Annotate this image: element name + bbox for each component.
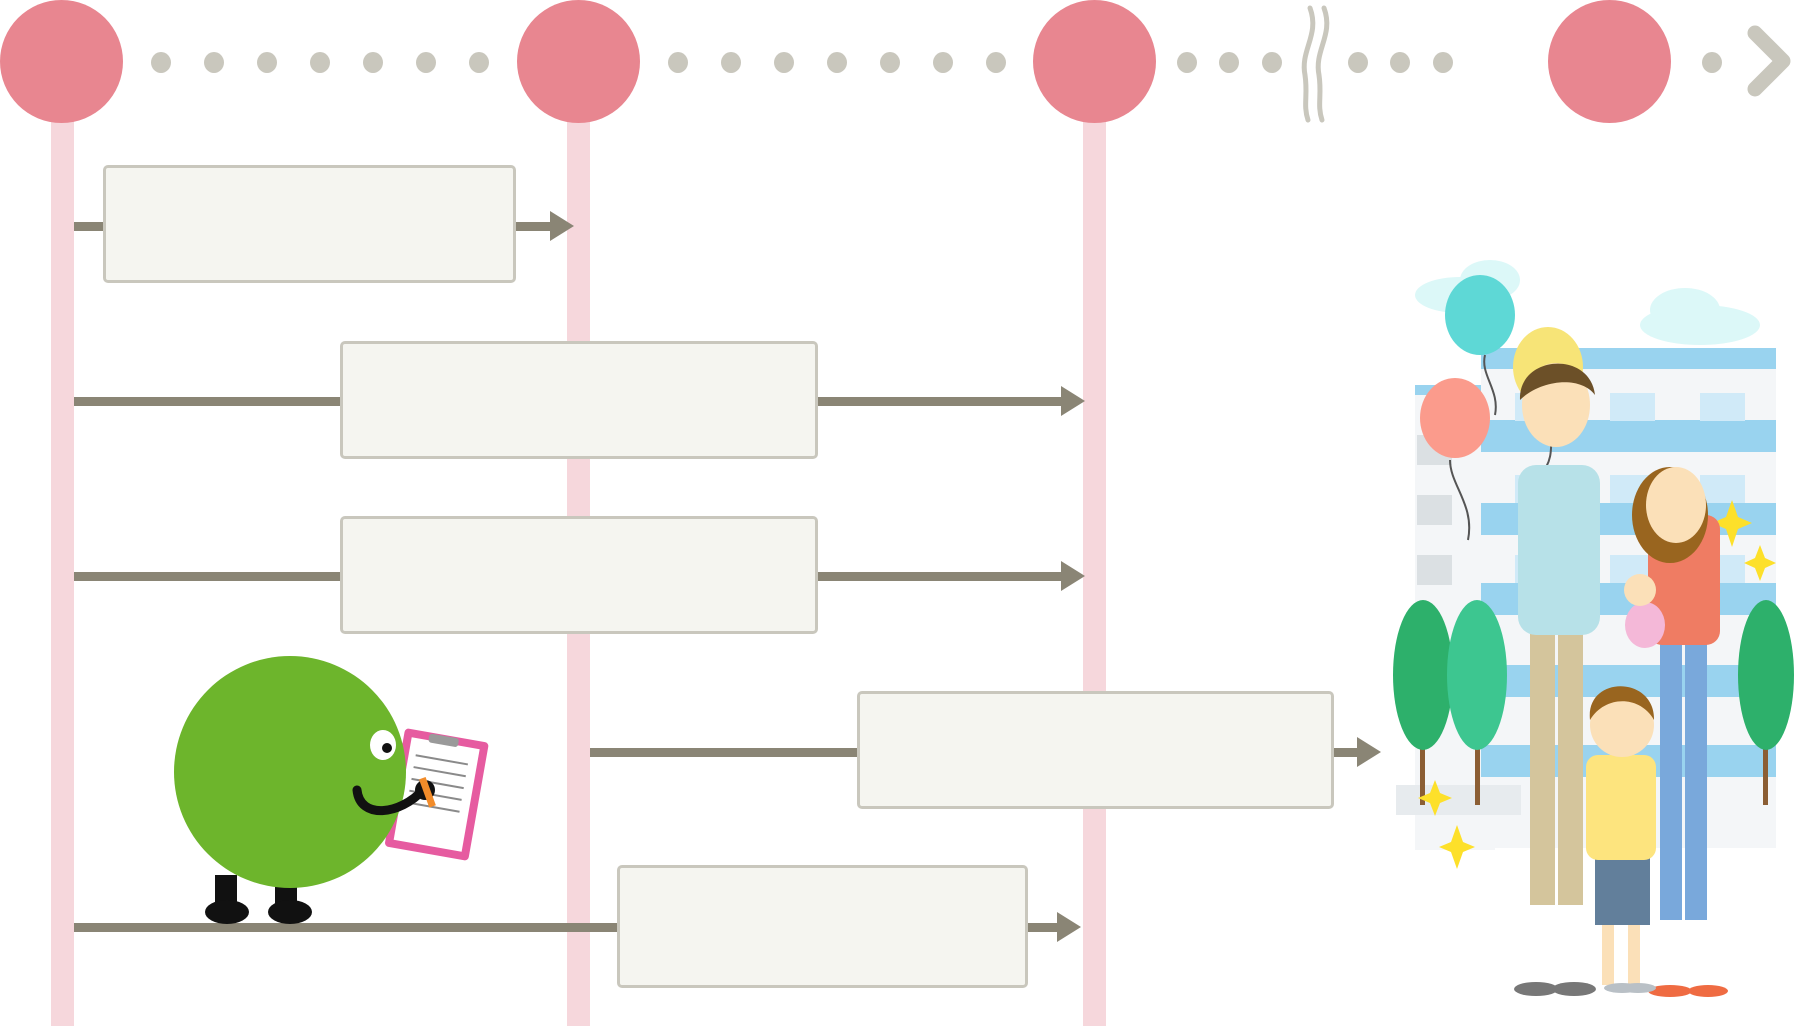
child-figure [1586,686,1656,993]
milestone-node-3 [1033,0,1156,123]
step-box-5 [617,865,1028,988]
timeline-lane-1 [51,100,74,1026]
chevron-right-icon [1747,25,1791,97]
mother-figure [1624,467,1728,997]
step-box-3 [340,516,818,634]
step-box-1 [103,165,516,283]
milestone-node-2 [517,0,640,123]
clipboard-icon [385,728,489,861]
sparkle-icons [1418,500,1776,869]
family-apartment-illustration [1393,260,1794,997]
wavy-break-icon [1301,5,1330,123]
step-box-4 [857,691,1334,809]
milestone-node-1 [0,0,123,123]
milestone-node-4 [1548,0,1671,123]
timeline-lane-3 [1083,100,1106,1026]
step-box-2 [340,341,818,459]
father-figure [1514,363,1600,996]
tree-icons [1393,600,1794,815]
green-monster-illustration [174,656,489,924]
